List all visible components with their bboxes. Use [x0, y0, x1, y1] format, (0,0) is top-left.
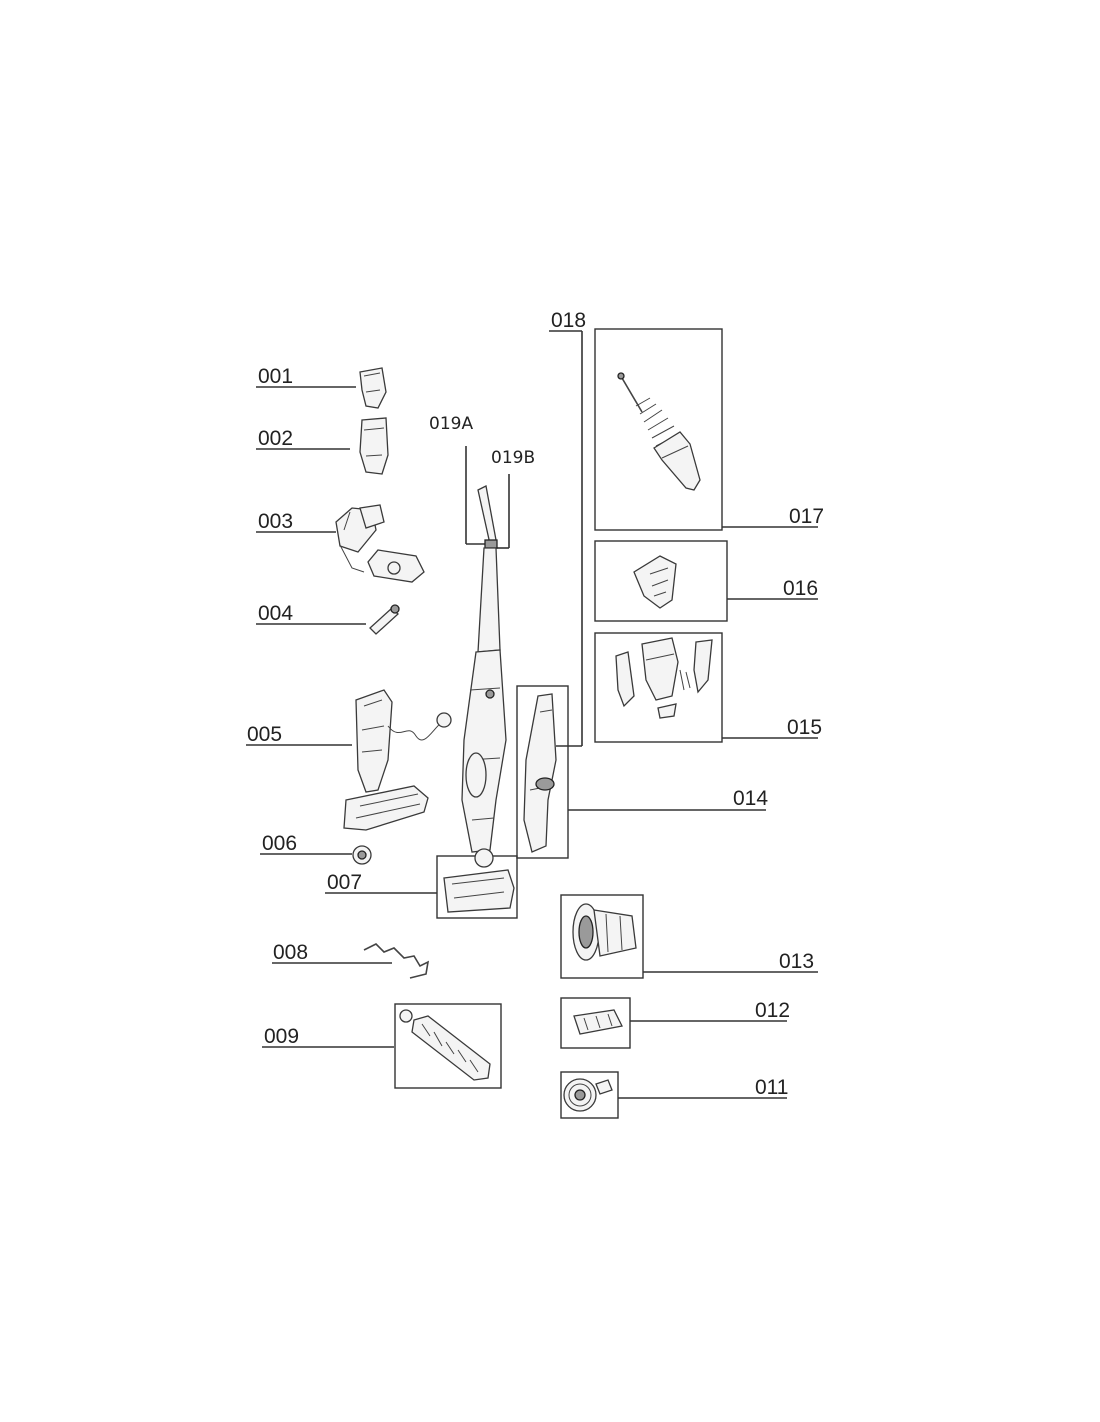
part-017: 017 — [594, 328, 824, 531]
label-001: 001 — [258, 365, 293, 388]
label-007: 007 — [327, 871, 362, 894]
label-016: 016 — [783, 577, 818, 600]
part-012: 012 — [560, 997, 790, 1049]
label-012: 012 — [755, 999, 790, 1022]
label-002: 002 — [258, 427, 293, 450]
label-005: 005 — [247, 723, 282, 746]
part-016: 016 — [594, 540, 818, 622]
part-005: 005 — [246, 689, 452, 831]
label-004: 004 — [258, 602, 293, 625]
part-008: 008 — [272, 941, 430, 979]
label-019b: 019B — [491, 448, 535, 468]
label-014: 014 — [733, 787, 768, 810]
main-assembly: 019A 019B — [429, 414, 535, 868]
part-013: 013 — [560, 894, 818, 979]
part-001: 001 — [256, 365, 387, 409]
label-006: 006 — [262, 832, 297, 855]
label-017: 017 — [789, 505, 824, 528]
label-013: 013 — [779, 950, 814, 973]
part-018-leader: 018 — [549, 309, 586, 747]
label-011: 011 — [755, 1076, 788, 1099]
label-003: 003 — [258, 510, 293, 533]
part-011: 011 — [560, 1071, 788, 1119]
part-009: 009 — [262, 1003, 502, 1089]
label-019a: 019A — [429, 414, 473, 434]
part-003: 003 — [256, 504, 425, 583]
label-008: 008 — [273, 941, 308, 964]
part-002: 002 — [256, 417, 389, 475]
label-015: 015 — [787, 716, 822, 739]
label-009: 009 — [264, 1025, 299, 1048]
part-006: 006 — [260, 832, 372, 865]
part-015: 015 — [594, 632, 822, 743]
label-018: 018 — [551, 309, 586, 332]
part-004: 004 — [256, 602, 400, 635]
part-014: 014 — [516, 685, 768, 859]
